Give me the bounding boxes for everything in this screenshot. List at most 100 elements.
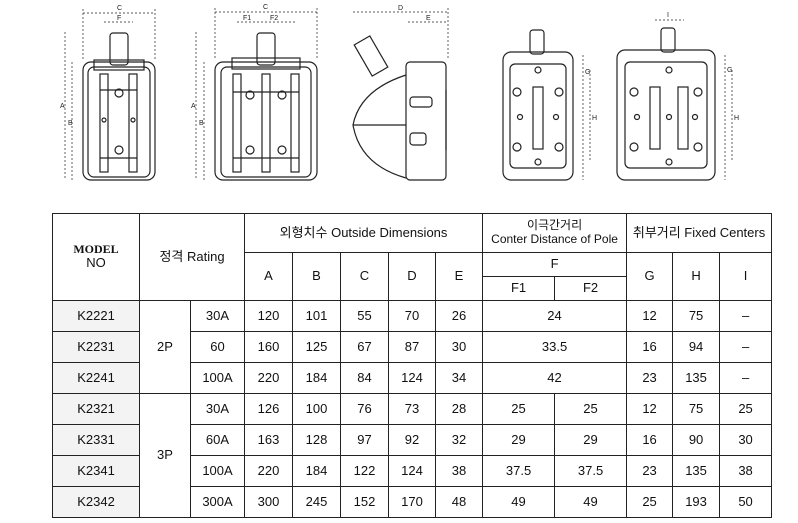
c-cell: 55 <box>340 300 389 332</box>
mount-view-2p-drawing <box>502 29 574 181</box>
h-cell: 75 <box>672 393 721 425</box>
i-cell: 50 <box>719 486 773 518</box>
b-cell: 101 <box>292 300 341 332</box>
dim-label: H <box>734 115 739 122</box>
group-2p: 2P <box>139 300 191 394</box>
amp-cell: 60A <box>190 424 245 456</box>
mount-3p-dimension-lines <box>655 19 733 180</box>
b-cell: 184 <box>292 362 341 394</box>
c-cell: 97 <box>340 424 389 456</box>
i-cell: – <box>719 300 773 332</box>
pole-distance-en: Conter Distance of Pole <box>491 232 618 246</box>
g-cell: 23 <box>626 362 674 394</box>
b-cell: 125 <box>292 331 341 363</box>
g-cell: 23 <box>626 455 674 487</box>
mount-2p-dimension-lines <box>582 55 591 180</box>
d-cell: 124 <box>388 455 436 487</box>
amp-cell: 100A <box>190 455 245 487</box>
e-cell: 48 <box>434 486 484 518</box>
col-header-d: D <box>388 252 436 301</box>
f1-cell: 49 <box>482 486 556 518</box>
col-header-c: C <box>340 252 389 301</box>
amp-cell: 300A <box>190 486 245 518</box>
b-cell: 184 <box>292 455 341 487</box>
model-cell: K2342 <box>52 486 140 518</box>
model-cell: K2331 <box>52 424 140 456</box>
dim-label: C <box>263 4 268 11</box>
f1-cell: 25 <box>482 393 556 425</box>
model-cell: K2321 <box>52 393 140 425</box>
c-cell: 152 <box>340 486 389 518</box>
amp-cell: 100A <box>190 362 245 394</box>
pole-distance-header: 이극간거리 Conter Distance of Pole <box>482 213 628 253</box>
a-cell: 126 <box>244 393 293 425</box>
table-row: K2241 100A 220 184 84 124 34 42 23 135 – <box>52 362 773 394</box>
dim-label: F1 <box>243 15 251 22</box>
f-cell: 33.5 <box>482 331 628 363</box>
b-cell: 100 <box>292 393 341 425</box>
col-header-b: B <box>292 252 341 301</box>
f2-cell: 29 <box>554 424 628 456</box>
model-label: MODEL <box>73 241 119 256</box>
mount-view-3p-drawing <box>616 27 716 181</box>
h-cell: 135 <box>672 455 721 487</box>
col-header-f2: F2 <box>554 276 628 301</box>
rating-header: 정격 Rating <box>139 213 245 301</box>
col-header-g: G <box>626 252 674 301</box>
no-label: NO <box>86 255 106 271</box>
dim-label: A <box>191 103 196 110</box>
a-cell: 300 <box>244 486 293 518</box>
a-cell: 120 <box>244 300 293 332</box>
col-header-i: I <box>719 252 773 301</box>
g-cell: 12 <box>626 393 674 425</box>
fixed-centers-header: 취부거리 Fixed Centers <box>626 213 773 253</box>
col-header-f1: F1 <box>482 276 556 301</box>
e-cell: 34 <box>434 362 484 394</box>
col-header-f: F <box>482 252 628 277</box>
i-cell: – <box>719 331 773 363</box>
f2-cell: 37.5 <box>554 455 628 487</box>
c-cell: 84 <box>340 362 389 394</box>
pole-distance-ko: 이극간거리 <box>526 218 583 233</box>
dim-label: G <box>727 67 732 74</box>
group-3p: 3P <box>139 393 191 518</box>
dim-label: A <box>60 103 65 110</box>
spec-table: MODEL NO 정격 Rating 외형치수 Outside Dimensio… <box>52 213 773 518</box>
dim-label: H <box>592 115 597 122</box>
f-cell: 42 <box>482 362 628 394</box>
f2-cell: 25 <box>554 393 628 425</box>
f2-cell: 49 <box>554 486 628 518</box>
d-cell: 170 <box>388 486 436 518</box>
i-cell: 38 <box>719 455 773 487</box>
h-cell: 135 <box>672 362 721 394</box>
front-view-2p-drawing <box>82 32 156 181</box>
side-dimension-lines <box>353 8 449 60</box>
a-cell: 163 <box>244 424 293 456</box>
front-2p-dimension-lines <box>64 9 156 180</box>
side-view-drawing <box>352 35 447 181</box>
b-cell: 128 <box>292 424 341 456</box>
dim-label: D <box>398 5 403 12</box>
a-cell: 220 <box>244 362 293 394</box>
model-cell: K2241 <box>52 362 140 394</box>
f1-cell: 29 <box>482 424 556 456</box>
dim-label: G <box>585 69 590 76</box>
f1-cell: 37.5 <box>482 455 556 487</box>
front-view-3p-drawing <box>214 32 318 181</box>
model-header: MODEL NO <box>52 213 140 301</box>
dim-label: F <box>117 15 121 22</box>
c-cell: 122 <box>340 455 389 487</box>
c-cell: 76 <box>340 393 389 425</box>
e-cell: 38 <box>434 455 484 487</box>
table-row: K2342 300A 300 245 152 170 48 49 49 25 1… <box>52 486 773 518</box>
g-cell: 25 <box>626 486 674 518</box>
dim-label: B <box>199 120 204 127</box>
col-header-e: E <box>434 252 484 301</box>
model-cell: K2221 <box>52 300 140 332</box>
d-cell: 70 <box>388 300 436 332</box>
e-cell: 32 <box>434 424 484 456</box>
table-row: K2221 2P 30A 120 101 55 70 26 24 12 75 – <box>52 300 773 394</box>
c-cell: 67 <box>340 331 389 363</box>
amp-cell: 30A <box>190 393 245 425</box>
dim-label: F2 <box>270 15 278 22</box>
